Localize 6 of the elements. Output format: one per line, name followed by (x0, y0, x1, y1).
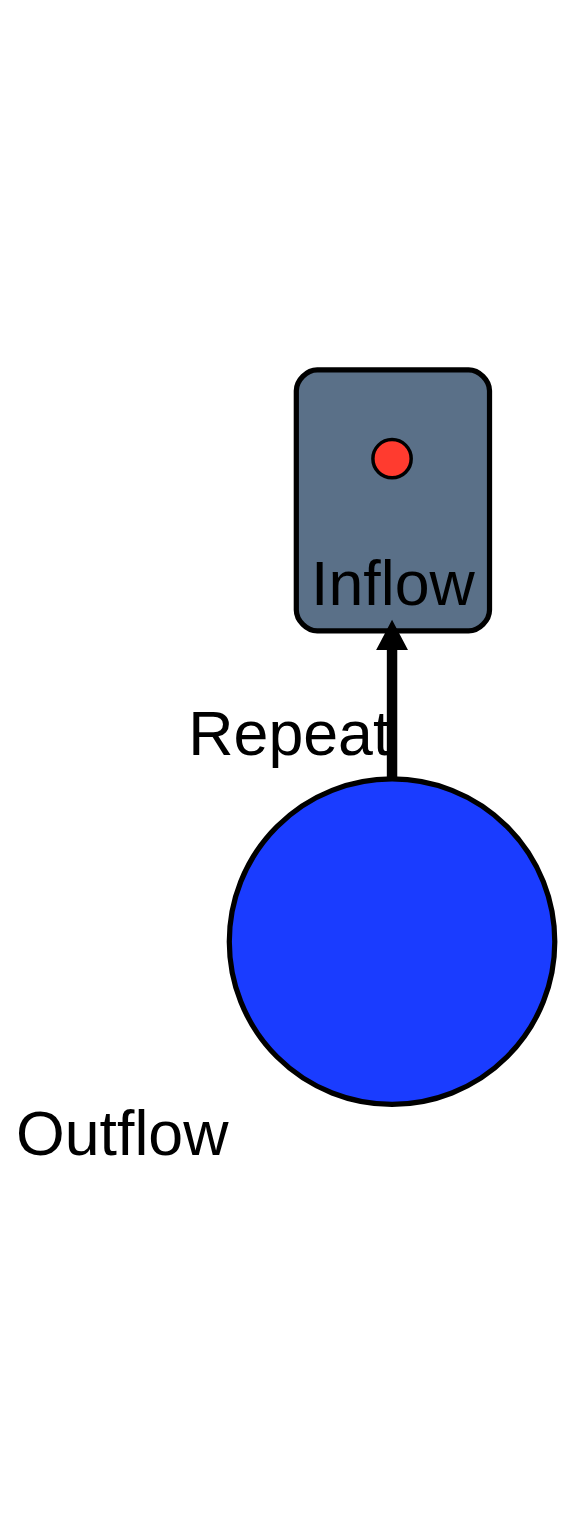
node-circle (226, 775, 558, 1107)
node-circle (371, 437, 413, 480)
cluster: Inflow (293, 366, 493, 634)
edge-label: Repeat (188, 697, 391, 768)
node-label: Outflow (16, 1097, 229, 1168)
arrow (376, 619, 408, 779)
